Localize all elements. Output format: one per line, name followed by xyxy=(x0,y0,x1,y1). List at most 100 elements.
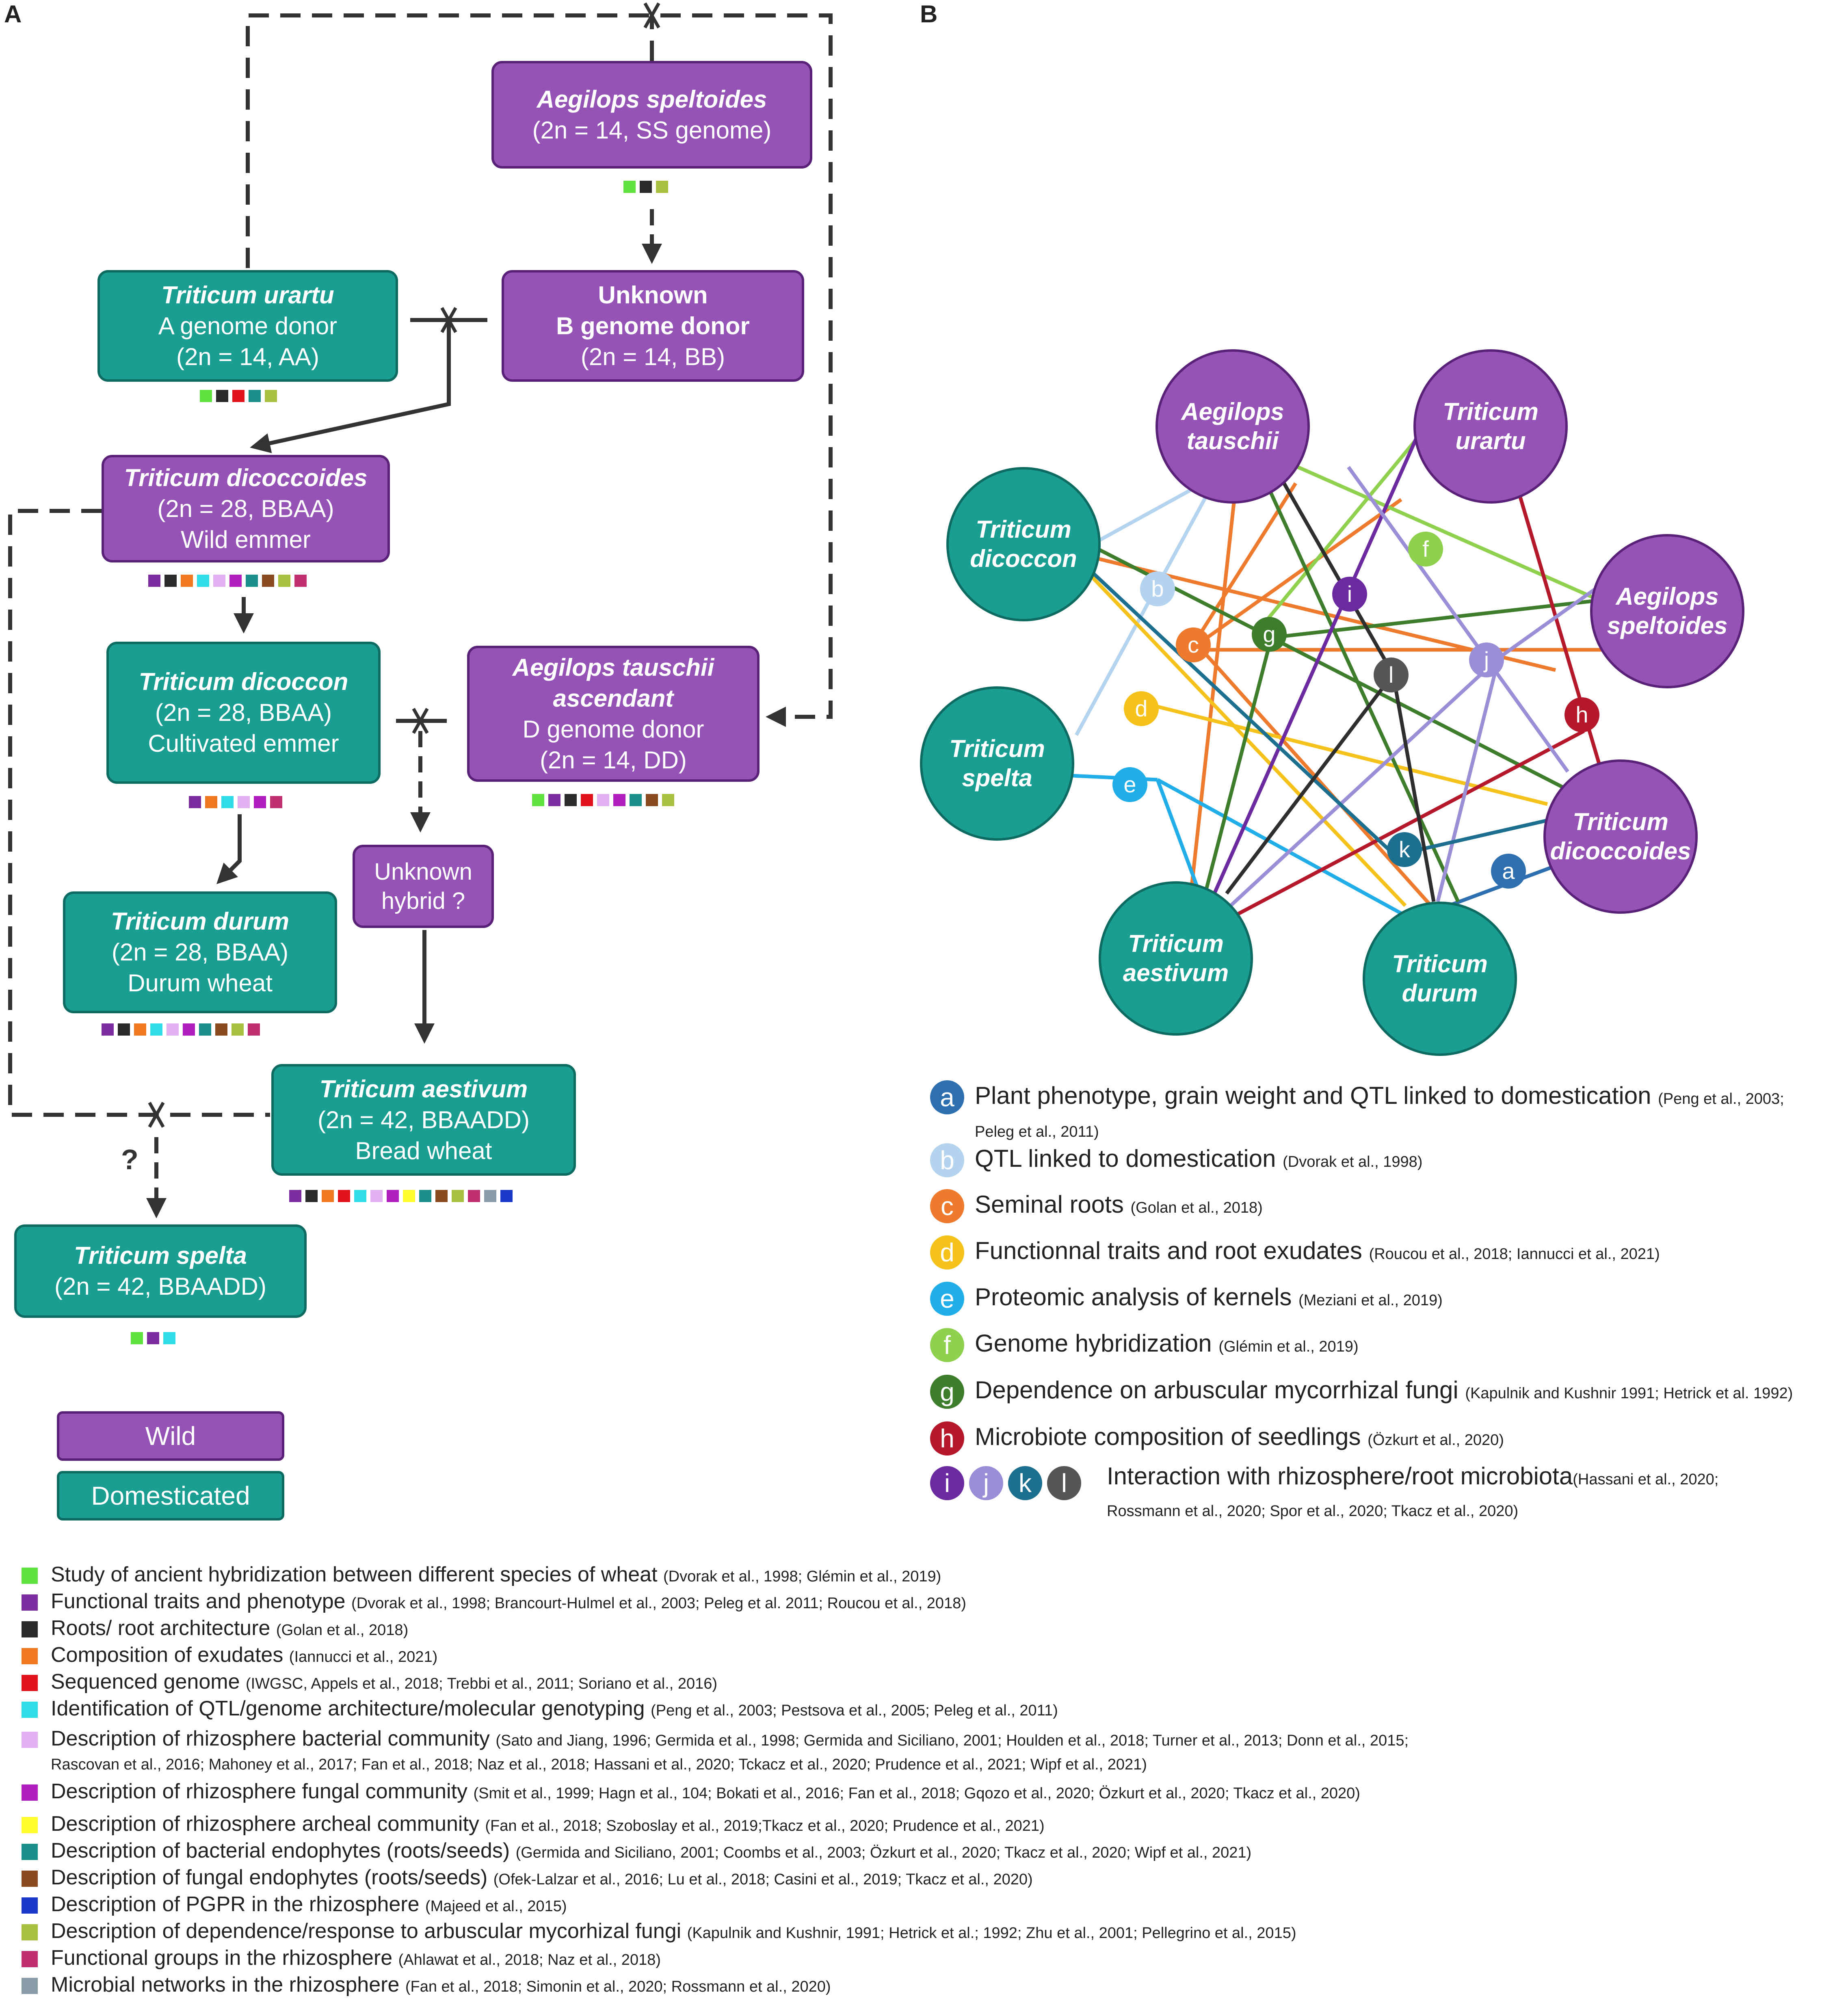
legend-square xyxy=(22,1784,38,1801)
legend-badge-b: b xyxy=(930,1143,964,1177)
tauschii-name1: Aegilops tauschii xyxy=(512,653,714,681)
legend-square xyxy=(22,1951,38,1967)
legend-b-ijkl: i j k l Interaction with rhizosphere/roo… xyxy=(930,1462,1844,1525)
square-magenta xyxy=(229,575,242,587)
square-yellow xyxy=(403,1190,415,1202)
badge-f xyxy=(1408,532,1443,567)
badge-f-text: f xyxy=(1422,536,1429,562)
legend-c-0: Study of ancient hybridization between d… xyxy=(22,1564,1838,1588)
square-teal xyxy=(199,1023,211,1036)
box-triticum-aestivum: Triticum aestivum (2n = 42, BBAADD) Brea… xyxy=(271,1064,576,1176)
edge-h2 xyxy=(1229,729,1585,919)
badge-l xyxy=(1374,658,1409,692)
square-black xyxy=(565,794,577,806)
node-triticum-spelta: Triticum spelta xyxy=(920,686,1074,841)
dicoccon-name: Triticum dicoccon xyxy=(138,668,348,695)
legend-c-text: Sequenced genome xyxy=(51,1670,240,1694)
square-pink xyxy=(248,1023,260,1036)
node-triticum-aestivum: Triticum aestivum xyxy=(1099,881,1253,1036)
legend-c-text: Roots/ root architecture xyxy=(51,1616,270,1640)
legend-c-8: Description of rhizosphere archeal commu… xyxy=(22,1812,1838,1837)
legend-square xyxy=(22,1594,38,1611)
box-triticum-urartu: Triticum urartu A genome donor (2n = 14,… xyxy=(97,270,398,382)
legend-c-13: Functional groups in the rhizosphere (Ah… xyxy=(22,1947,1838,1971)
tauschii-line2: (2n = 14, DD) xyxy=(540,746,687,774)
badge-e xyxy=(1112,767,1147,802)
durum-squares xyxy=(102,1023,260,1036)
urartu-name: Triticum urartu xyxy=(161,281,334,309)
edge-l1 xyxy=(1278,474,1395,675)
square-red xyxy=(338,1190,350,1202)
dicoccon-squares xyxy=(189,796,282,808)
legend-b-text: Plant phenotype, grain weight and QTL li… xyxy=(975,1081,1651,1109)
badge-k-text: k xyxy=(1399,837,1411,862)
square-green xyxy=(623,181,636,193)
dicoccoides-line1: (2n = 28, BBAA) xyxy=(157,495,334,522)
legend-c-5: Identification of QTL/genome architectur… xyxy=(22,1698,1838,1722)
legend-c-11: Description of PGPR in the rhizosphere (… xyxy=(22,1893,1838,1917)
square-green xyxy=(200,390,212,402)
legend-c-text: Microbial networks in the rhizosphere xyxy=(51,1973,400,1996)
legend-c-cite2: Rascovan et al., 2016; Mahoney et al., 2… xyxy=(51,1756,1147,1773)
badge-b-text: b xyxy=(1151,576,1164,601)
edge-j2 xyxy=(1229,656,1500,907)
spelta-line1: (2n = 42, BBAADD) xyxy=(54,1273,266,1300)
cross-hybrid xyxy=(412,708,429,734)
legend-c-text: Functional traits and phenotype xyxy=(51,1590,346,1613)
cross-top xyxy=(643,2,660,28)
badge-k xyxy=(1387,832,1422,867)
box-unknown-hybrid: Unknown hybrid ? xyxy=(353,845,494,928)
legend-square xyxy=(22,1844,38,1860)
legend-c-cite: (Ahlawat et al., 2018; Naz et al., 2018) xyxy=(398,1951,661,1968)
legend-c-cite: (Ofek-Lalzar et al., 2016; Lu et al., 20… xyxy=(493,1871,1033,1888)
legend-b-text: Proteomic analysis of kernels xyxy=(975,1283,1292,1311)
legend-c-text: Description of bacterial endophytes (roo… xyxy=(51,1839,510,1862)
edge-e2 xyxy=(1156,778,1411,919)
edge-l3 xyxy=(1225,673,1395,895)
legend-c-cite: (Dvorak et al., 1998; Glémin et al., 201… xyxy=(663,1568,941,1585)
edge-c10 xyxy=(1189,498,1402,651)
box-triticum-durum: Triticum durum (2n = 28, BBAA) Durum whe… xyxy=(63,891,337,1013)
square-brown xyxy=(262,575,274,587)
legend-c-text: Description of dependence/response to ar… xyxy=(51,1919,682,1943)
legend-c-text: Description of PGPR in the rhizosphere xyxy=(51,1893,420,1916)
edge-j3 xyxy=(1436,657,1501,902)
square-teal xyxy=(246,575,258,587)
square-olive xyxy=(656,181,668,193)
square-red xyxy=(232,390,245,402)
legend-b-a: a Plant phenotype, grain weight and QTL l… xyxy=(930,1080,1844,1146)
legend-b-text: Functionnal traits and root exudates xyxy=(975,1237,1362,1264)
node-aegilops-speltoides: Aegilops speltoides xyxy=(1590,534,1744,688)
edge-f1 xyxy=(1279,457,1593,599)
legend-c-cite: (Majeed et al., 2015) xyxy=(425,1898,567,1915)
edge-g4 xyxy=(1270,636,1581,798)
legend-c-text: Description of rhizosphere archeal commu… xyxy=(51,1812,479,1836)
legend-square xyxy=(22,1871,38,1887)
legend-b-text: Microbiote composition of seedlings xyxy=(975,1423,1361,1450)
edge-i1 xyxy=(1212,426,1424,894)
key-wild: Wild xyxy=(57,1411,284,1461)
legend-badge-a: a xyxy=(930,1080,964,1114)
box-aegilops-speltoides: Aegilops speltoides (2n = 14, SS genome) xyxy=(491,61,812,169)
network-edges: a b c d e f g h i j k l xyxy=(1072,417,1665,919)
durum-name: Triticum durum xyxy=(111,908,289,935)
square-cyan xyxy=(197,575,209,587)
box-triticum-dicoccoides: Triticum dicoccoides (2n = 28, BBAA) Wil… xyxy=(102,455,390,562)
square-gray xyxy=(484,1190,496,1202)
dicoccoides-squares xyxy=(148,575,307,587)
legend-b-text: Dependence on arbuscular mycorrhizal fun… xyxy=(975,1376,1458,1404)
legend-b-cite: (Peng et al., 2003; xyxy=(1658,1090,1784,1107)
speltoides-squares xyxy=(623,181,668,193)
node-triticum-dicoccon: Triticum dicoccon xyxy=(946,467,1101,621)
legend-badge-l: l xyxy=(1047,1466,1081,1500)
legend-square xyxy=(22,1648,38,1664)
legend-c-cite: (Smit et al., 1999; Hagn et al., 104; Bo… xyxy=(473,1785,1360,1802)
dicoccoides-name: Triticum dicoccoides xyxy=(124,464,368,491)
legend-c-cite: (IWGSC, Appels et al., 2018; Trebbi et a… xyxy=(245,1675,718,1692)
legend-c-cite: (Iannucci et al., 2021) xyxy=(289,1648,438,1665)
legend-badge-d: d xyxy=(930,1235,964,1270)
badge-g-text: g xyxy=(1263,621,1275,647)
durum-line2: Durum wheat xyxy=(128,969,273,997)
cross-urartu xyxy=(440,307,457,333)
